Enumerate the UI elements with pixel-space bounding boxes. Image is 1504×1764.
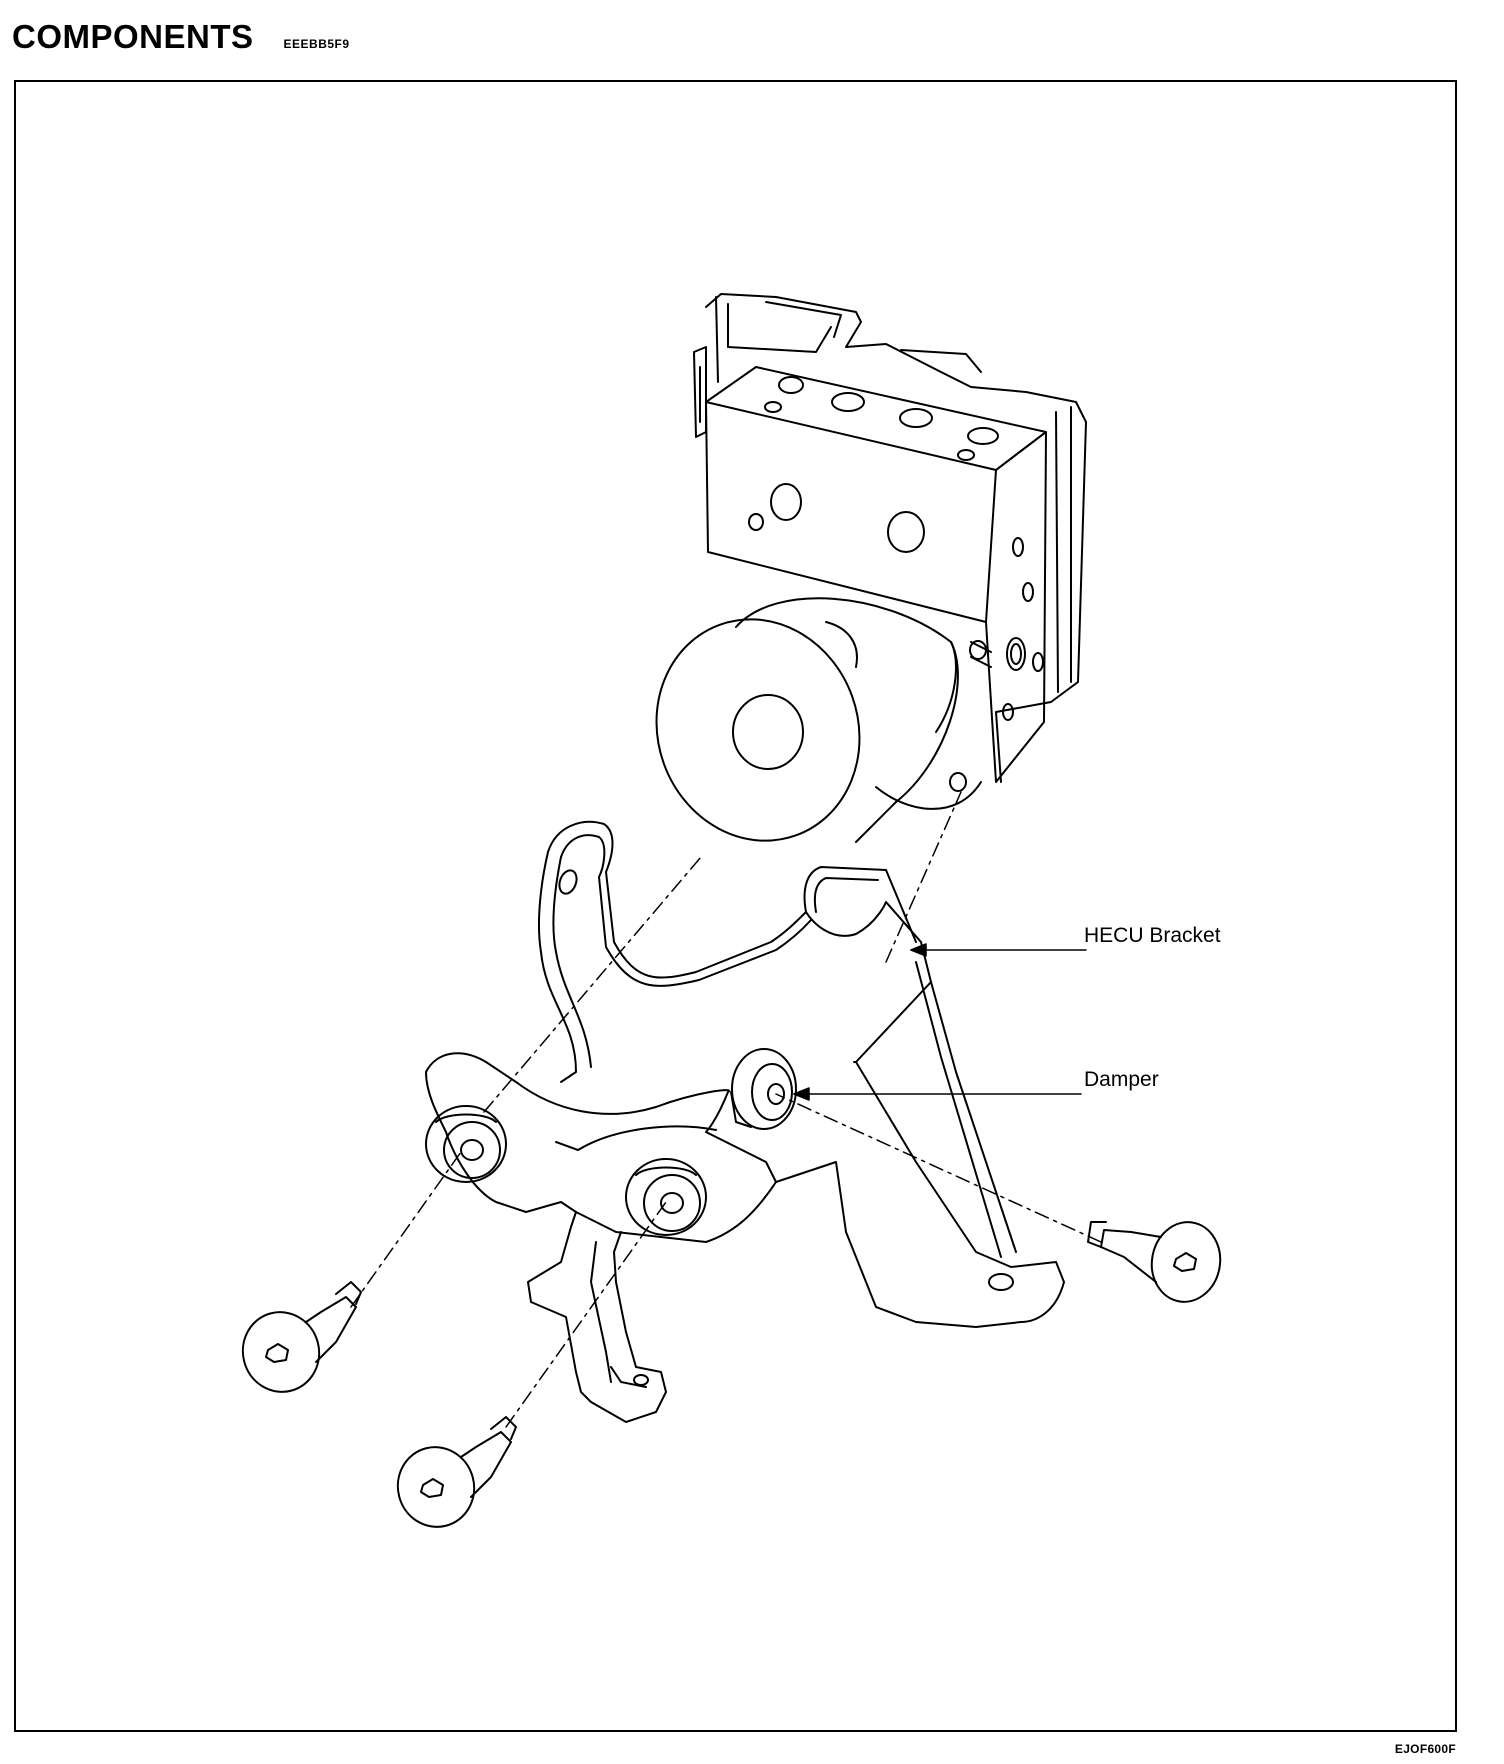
hecu-module (655, 293, 1087, 843)
bolt-2 (396, 1416, 517, 1528)
hecu-bracket-label: HECU Bracket (1084, 924, 1221, 947)
bracket-lower-plate (425, 1052, 777, 1243)
port-1 (778, 376, 804, 394)
figure-id: EJOF600F (1394, 1742, 1456, 1756)
bracket-right-leg (775, 1061, 1065, 1328)
front-port-1 (770, 483, 802, 521)
right-foot-hole (988, 1273, 1014, 1291)
motor-face (655, 618, 861, 842)
motor-shaft-cap (732, 694, 804, 770)
port-4 (967, 427, 999, 445)
page-header: COMPONENTS EEEBB5F9 (12, 18, 350, 66)
bolt-3 (1087, 1221, 1222, 1303)
port-3 (899, 408, 933, 428)
section-code: EEEBB5F9 (283, 37, 350, 51)
damper-3 (731, 1048, 797, 1130)
damper-2 (625, 1158, 707, 1236)
port-2 (831, 392, 865, 412)
motor-body (735, 597, 959, 803)
bracket-ear-hole (558, 869, 578, 895)
damper-label: Damper (1084, 1068, 1159, 1091)
page-title: COMPONENTS (12, 18, 254, 55)
front-port-2 (887, 511, 925, 553)
exploded-view-diagram (241, 293, 1222, 1528)
valve-block-top (705, 366, 1047, 471)
hecu-connector-housing (705, 293, 1087, 783)
hecu-bracket (425, 820, 1065, 1423)
valve-block-front (705, 401, 997, 623)
bolt-1 (241, 1281, 362, 1393)
bracket-left-leg (527, 1211, 667, 1423)
damper-1 (425, 1105, 507, 1183)
callout-leaders (793, 943, 1087, 1101)
diagram-frame: HECU Bracket Damper (14, 80, 1457, 1732)
alignment-lines (350, 791, 1102, 1428)
